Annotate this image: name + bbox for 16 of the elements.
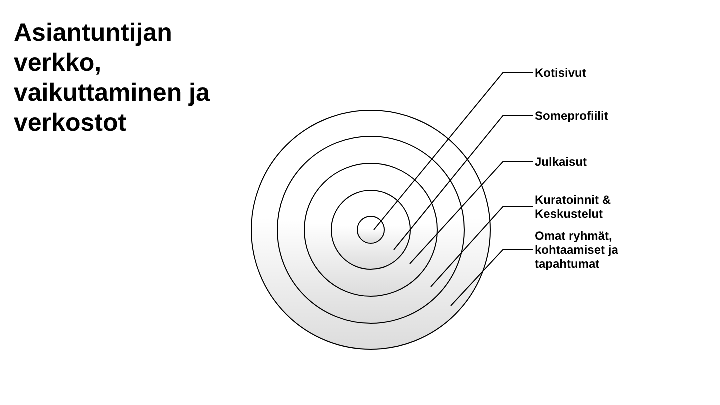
leader-line [374, 72, 534, 230]
ring [357, 216, 385, 244]
ring [277, 136, 465, 324]
leader-line [394, 116, 534, 250]
leader-line [450, 250, 534, 306]
leader-line [410, 162, 534, 264]
ring-label: Someprofiilit [535, 109, 627, 123]
ring-label: Julkaisut [535, 155, 627, 169]
ring-label: Omat ryhmät, kohtaamiset ja tapahtumat [535, 229, 627, 271]
ring [331, 190, 411, 270]
leader-line [430, 206, 534, 288]
ring [304, 163, 438, 297]
ring [251, 110, 491, 350]
ring-label: Kuratoinnit & Keskustelut [535, 193, 627, 221]
ring-label: Kotisivut [535, 66, 627, 80]
title: Asiantuntijan verkko, vaikuttaminen ja verkostot [14, 18, 211, 138]
